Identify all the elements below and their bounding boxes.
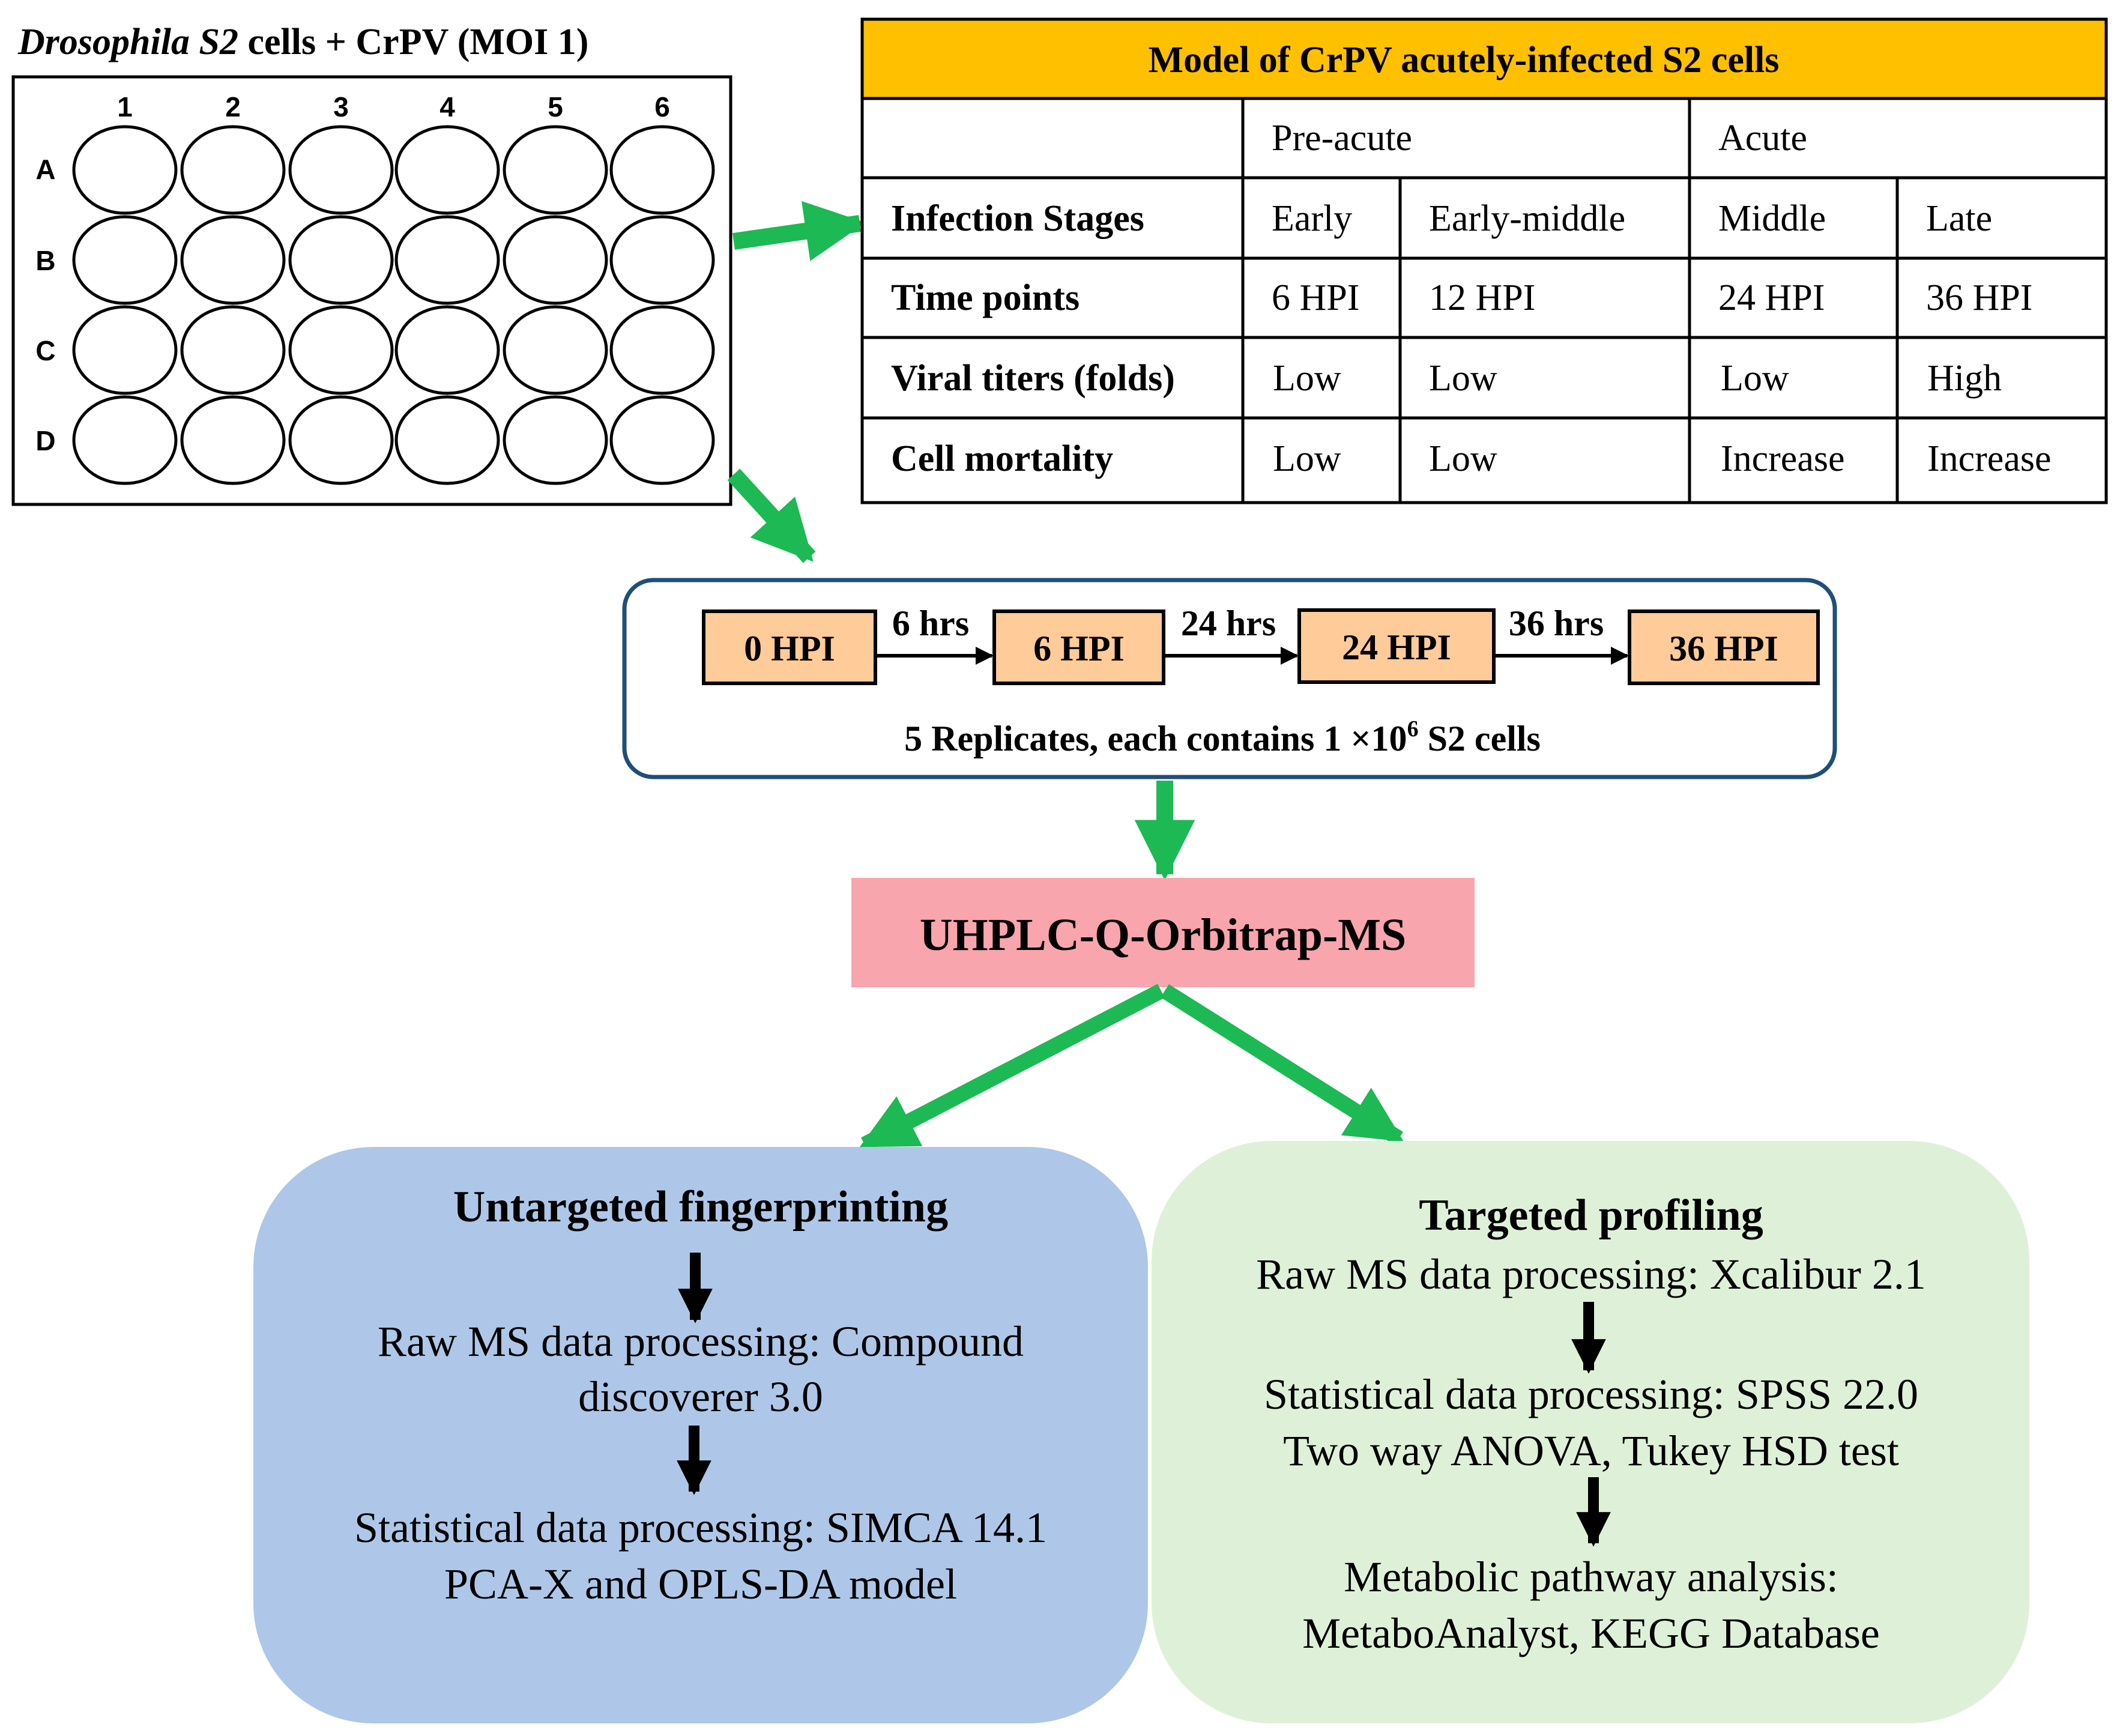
plate-well-C4 [394,305,500,395]
targeted-step3-line2: MetaboAnalyst, KEGG Database [1302,1609,1880,1657]
plate-column-label: 3 [333,91,349,122]
interval-label: 24 hrs [1181,603,1276,643]
timeline-frame [622,578,1837,779]
untargeted-step2-line1: Statistical data processing: SIMCA 14.1 [354,1504,1047,1552]
plate-column-label: 4 [439,91,455,122]
replicates-note: 5 Replicates, each contains 1 ×106 S2 ce… [904,716,1541,758]
targeted-step3-line1: Metabolic pathway analysis: [1344,1553,1838,1601]
arrow-to-untargeted [859,984,1165,1152]
infection-model-table: Model of CrPV acutely-infected S2 cells … [860,17,2108,504]
plate-row-label: B [35,245,55,276]
plate-title: Drosophila S2 cells + CrPV (MOI 1) [17,22,588,62]
plate-well-A5 [503,125,608,215]
plate-well-A4 [394,125,500,215]
plate-row-label: D [35,425,55,456]
instrument-label: UHPLC-Q-Orbitrap-MS [920,910,1407,960]
arrow-to-targeted [1161,984,1404,1145]
timepoint-label: 36 HPI [1669,629,1778,668]
plate-column-label: 6 [654,91,670,122]
plate-well-C6 [609,305,715,395]
plate-well-A3 [288,125,394,215]
untargeted-step2-line2: PCA-X and OPLS-DA model [444,1560,957,1608]
targeted-step2-line1: Statistical data processing: SPSS 22.0 [1264,1370,1918,1418]
plate-well-A6 [609,125,715,215]
plate-well-B2 [180,215,286,305]
table-cell: Low [1273,438,1341,479]
table-cell: 12 HPI [1429,277,1535,318]
targeted-step1: Raw MS data processing: Xcalibur 2.1 [1256,1250,1926,1298]
table-cell: 24 HPI [1718,277,1825,318]
arrow-plate-to-timeline [727,468,816,563]
plate-well-C1 [72,305,178,395]
phase-pre-acute: Pre-acute [1272,118,1412,159]
targeted-panel: Targeted profiling Raw MS data processin… [1152,1141,2029,1723]
untargeted-panel: Untargeted fingerprinting Raw MS data pr… [253,1147,1148,1723]
table-title-cell [860,17,2108,100]
plate-well-D3 [288,395,394,485]
plate-wells [72,125,715,485]
table-cell: Low [1721,358,1789,399]
table-body [860,97,2108,504]
plate-column-label: 5 [548,91,563,122]
plate-well-D1 [72,395,178,485]
plate-well-D6 [609,395,715,485]
untargeted-box [253,1147,1148,1723]
table-cell: Increase [1927,438,2052,479]
arrow-plate-to-table [732,201,866,261]
plate-well-A1 [72,125,178,215]
untargeted-title: Untargeted fingerprinting [453,1182,948,1232]
timepoint-box [1628,609,1820,685]
plate-well-D2 [180,395,286,485]
plate-well-A2 [180,125,286,215]
plate-well-B1 [72,215,178,305]
table-cell: Late [1926,198,1992,239]
untargeted-step1-line2: discoverer 3.0 [578,1373,823,1421]
interval-label: 6 hrs [892,603,969,643]
row-label-viral-titers: Viral titers (folds) [891,358,1175,399]
well-plate: 1 2 3 4 5 6 A B C D [11,75,732,506]
phase-acute: Acute [1718,118,1807,159]
table-cell: Low [1429,358,1497,399]
plate-column-label: 1 [117,91,133,122]
row-label-cell-mortality: Cell mortality [891,438,1113,479]
plate-well-D4 [394,395,500,485]
plate-well-B6 [609,215,715,305]
timepoint-label: 24 HPI [1342,628,1451,667]
plate-well-B4 [394,215,500,305]
table-cell: Middle [1718,198,1826,239]
plate-well-B5 [503,215,608,305]
plate-well-C5 [503,305,608,395]
table-title: Model of CrPV acutely-infected S2 cells [1149,40,1780,80]
plate-well-B3 [288,215,394,305]
table-cell: Low [1429,438,1497,479]
plate-well-C2 [180,305,286,395]
targeted-title: Targeted profiling [1419,1191,1763,1240]
targeted-box [1152,1141,2029,1723]
table-cell: High [1927,358,2002,399]
plate-column-label: 2 [225,91,241,122]
timepoint-box [702,609,877,685]
table-cell: Early [1272,198,1352,239]
interval-label: 36 hrs [1509,603,1604,643]
table-cell: Increase [1721,438,1845,479]
sampling-timeline: 0 HPI 6 HPI 24 HPI 36 HPI 6 hrs 24 hrs 3… [622,578,1837,779]
table-cell: 36 HPI [1926,277,2032,318]
untargeted-step1-line1: Raw MS data processing: Compound [378,1317,1024,1366]
plate-well-D5 [503,395,608,485]
table-cell: Early-middle [1429,198,1625,239]
plate-row-label: A [35,154,55,185]
timepoint-label: 6 HPI [1033,629,1125,668]
row-label-time-points: Time points [891,277,1080,318]
timepoint-box [1297,608,1496,684]
plate-row-label: C [35,335,55,366]
table-cell: 6 HPI [1272,277,1359,318]
row-label-infection-stages: Infection Stages [891,198,1144,239]
targeted-step2-line2: Two way ANOVA, Tukey HSD test [1283,1427,1899,1475]
timepoint-box [992,609,1165,685]
instrument-box [851,878,1475,987]
table-cell: Low [1273,358,1341,399]
timepoint-label: 0 HPI [744,629,835,668]
plate-well-C3 [288,305,394,395]
